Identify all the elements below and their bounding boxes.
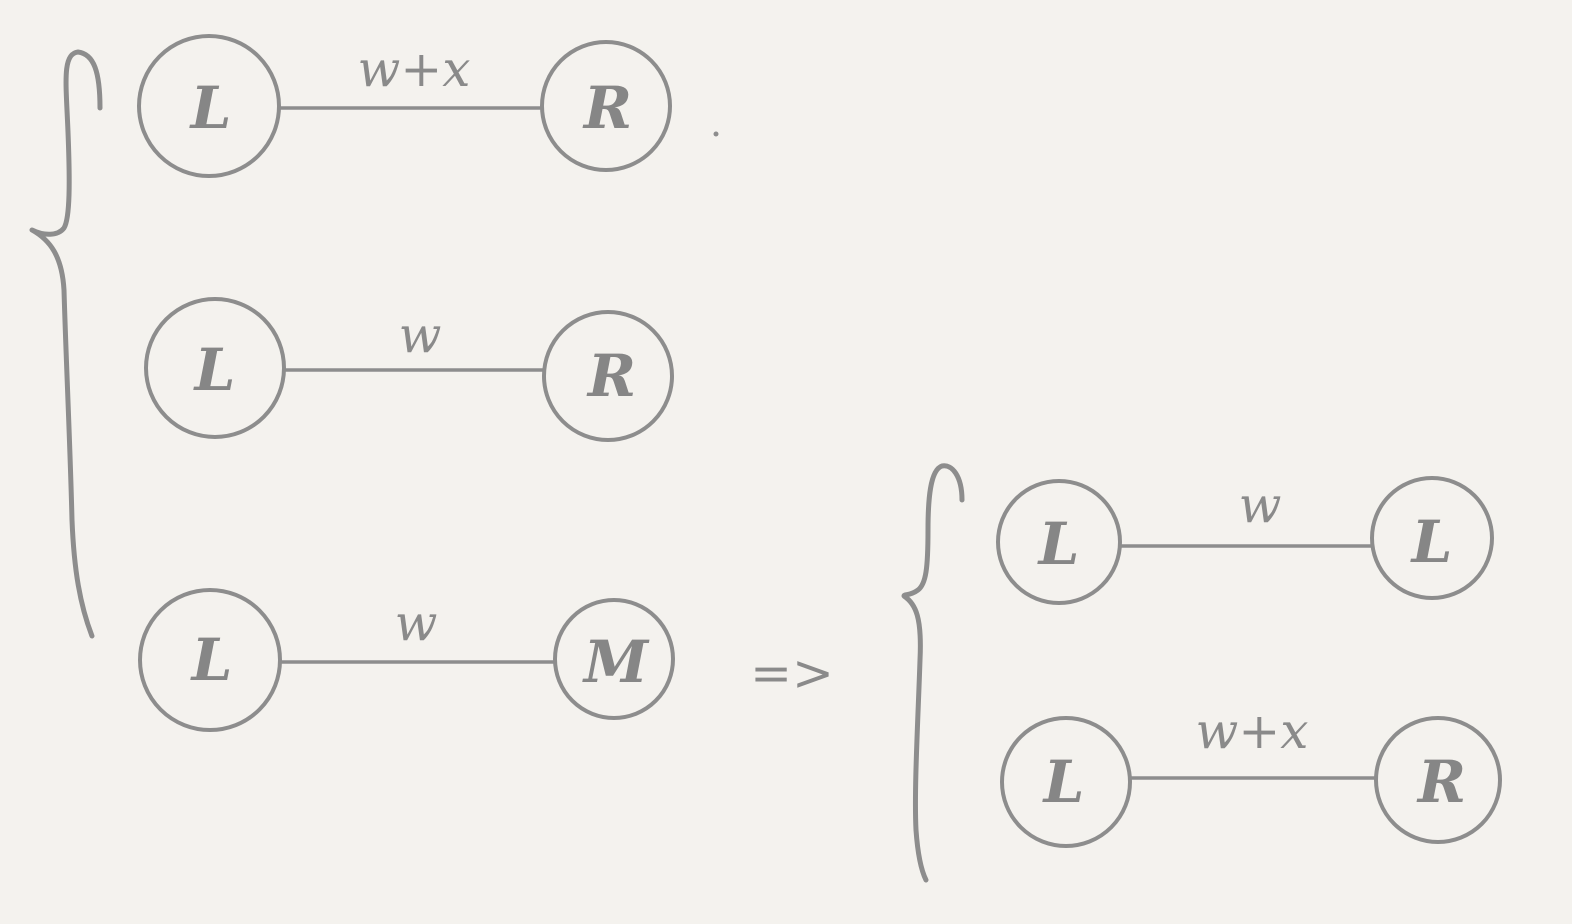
node-right: [1370, 476, 1494, 600]
node-left: [138, 588, 282, 732]
ink-dot: [713, 131, 719, 137]
before-case-1: L R w+x: [137, 34, 672, 178]
node-left-label: L: [1037, 510, 1080, 578]
node-right-label: M: [582, 628, 650, 696]
node-left: [137, 34, 281, 178]
after-case-2: L R w+x: [1000, 702, 1502, 848]
node-right-label: L: [1410, 508, 1453, 576]
node-left-label: L: [193, 336, 236, 404]
node-left: [144, 297, 286, 439]
node-left-label: L: [1042, 748, 1085, 816]
node-right: [553, 598, 675, 720]
after-case-1: L L w: [996, 476, 1494, 605]
node-left: [996, 479, 1122, 605]
before-case-3: L M w: [138, 588, 675, 732]
left-group-brace: [29, 49, 103, 639]
edge-weight-label: w: [1239, 476, 1282, 534]
edge-weight-label: w+x: [1196, 702, 1309, 760]
node-left: [1000, 716, 1132, 848]
node-left-label: L: [189, 74, 232, 142]
node-right-label: R: [1416, 748, 1466, 816]
node-left-label: L: [190, 626, 233, 694]
node-right-label: R: [582, 74, 632, 142]
node-right: [1374, 716, 1502, 844]
edge-weight-label: w: [395, 594, 438, 652]
right-group-brace: [901, 463, 965, 883]
node-right-label: R: [586, 342, 636, 410]
edge-weight-label: w: [399, 306, 442, 364]
implies-symbol: =>: [750, 644, 834, 702]
edge-weight-label: w+x: [358, 40, 471, 98]
node-right: [542, 310, 674, 442]
before-case-2: L R w: [144, 297, 674, 442]
node-right: [540, 40, 672, 172]
